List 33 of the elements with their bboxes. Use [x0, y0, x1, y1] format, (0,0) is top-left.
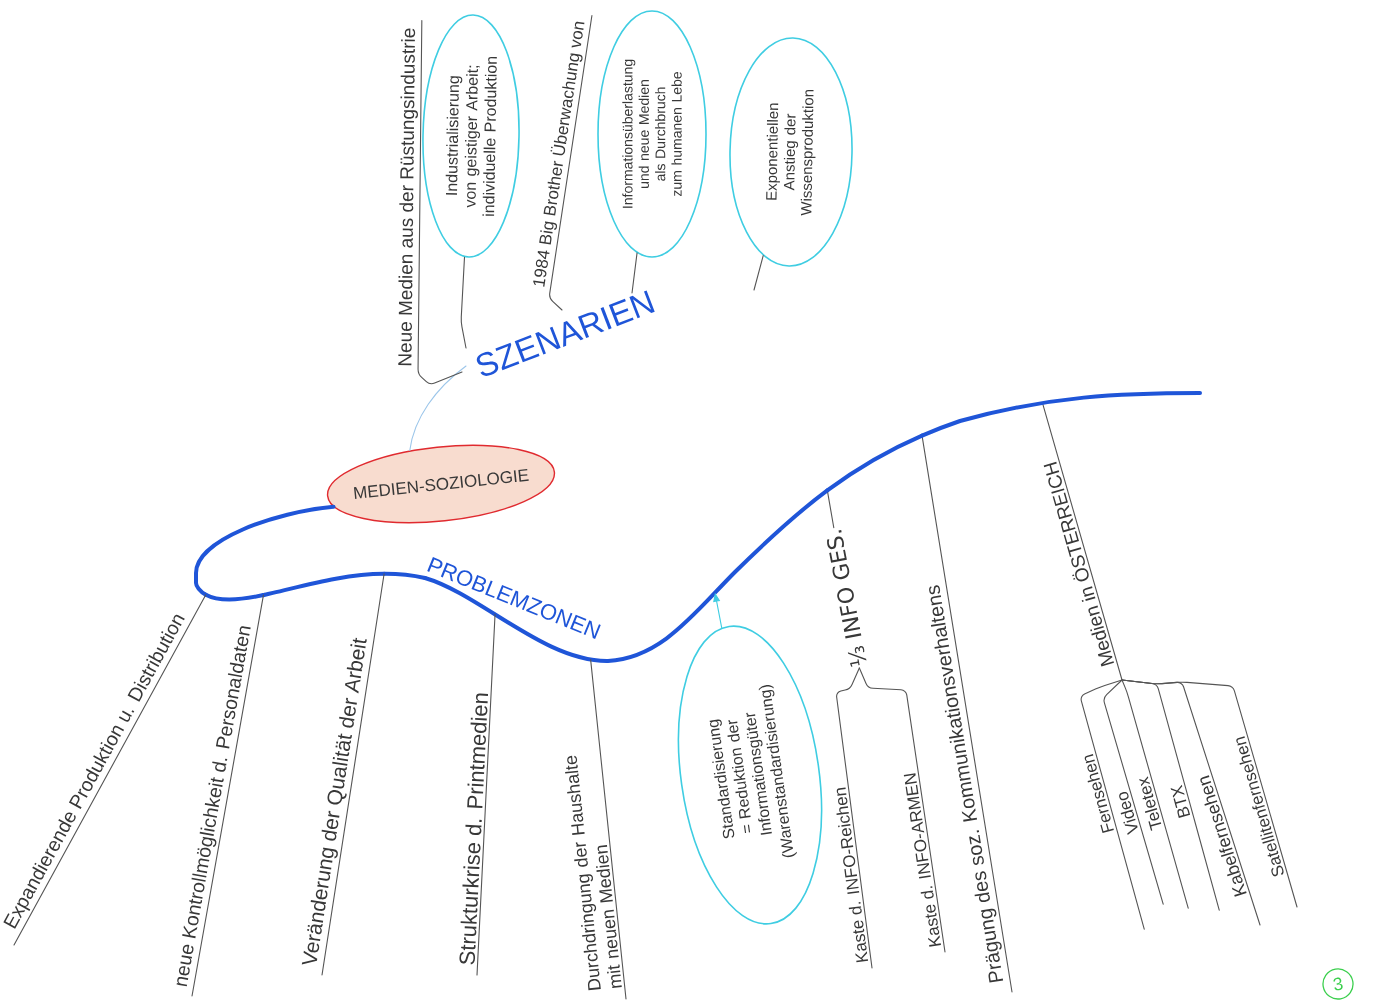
branch-text: ⅓ INFO GES. [827, 530, 867, 667]
branch-line [476, 613, 496, 976]
branch-line [920, 391, 1202, 438]
branch-text: Teletex [1139, 776, 1162, 831]
branch-line [549, 14, 593, 311]
branch-text: Video [1119, 792, 1138, 835]
branch-line [191, 594, 264, 997]
branch-text: Kaste d. INFO-ARMEN [903, 773, 941, 947]
branch-line [1121, 679, 1298, 908]
branch-line [417, 20, 463, 385]
branch-line [194, 504, 336, 597]
branch-line [382, 571, 427, 580]
branch-line [1080, 679, 1145, 930]
branch-line [1103, 679, 1164, 905]
branch-line [590, 659, 627, 1000]
branch-line [826, 489, 835, 529]
branch-line [409, 365, 467, 452]
branch-text: Neue Medien aus der Rüstungsindustrie [398, 28, 418, 366]
branch-text: Durchdringung der Haushalte mit neuen Medien [565, 755, 622, 991]
branch-text: Strukturkrise d. Printmedien [459, 693, 488, 965]
branch-text: Kaste d. INFO-Reichen [836, 787, 869, 963]
branch-line [921, 435, 1013, 993]
branch-line [753, 255, 764, 291]
branch-line [13, 594, 207, 946]
branch-line [460, 256, 467, 349]
branch-line [1121, 679, 1189, 909]
branch-line [321, 573, 385, 976]
branch-line [836, 667, 873, 969]
branch-line [1041, 402, 1123, 681]
page-number: 3 [1322, 968, 1354, 1000]
branch-line [858, 667, 946, 953]
branch-text: BTX [1170, 784, 1191, 818]
branch-line [631, 252, 638, 294]
